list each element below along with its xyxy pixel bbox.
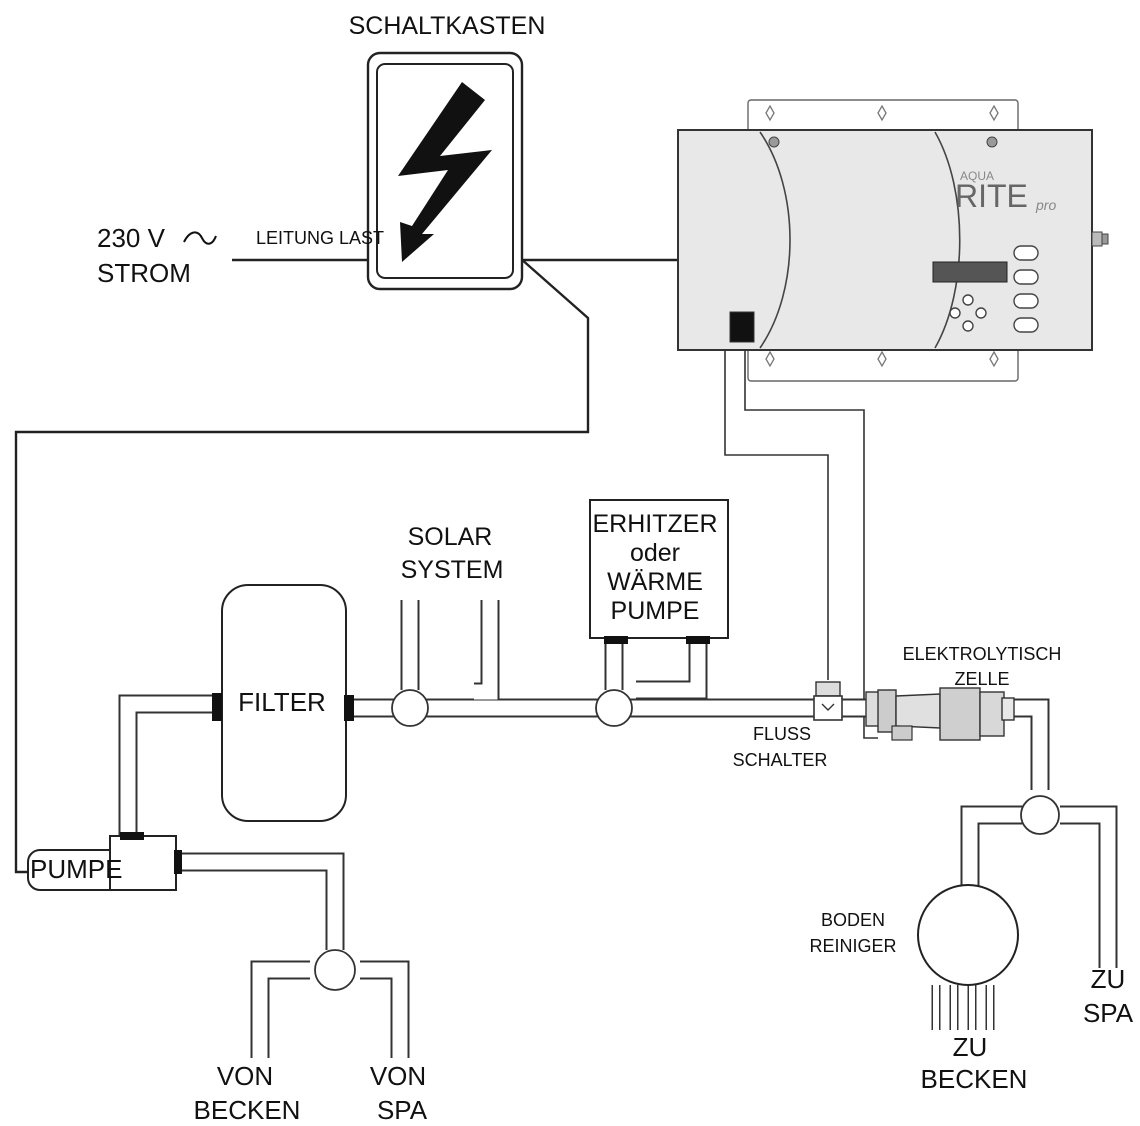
cable-port (729, 311, 755, 343)
solar-label-2: SYSTEM (401, 556, 504, 584)
strom-label: STROM (97, 258, 191, 288)
valves (314, 689, 1060, 991)
nav-left-button[interactable] (949, 307, 961, 319)
heater-label-1: ERHITZER (593, 510, 718, 538)
electrical-wiring (14, 257, 878, 874)
flow-switch-label-1: FLUSS (753, 724, 811, 744)
flow-switch-label-2: SCHALTER (733, 750, 828, 770)
breaker-box (366, 51, 524, 291)
controller-display (932, 261, 1008, 283)
von-becken-label-2: BECKEN (194, 1095, 301, 1125)
heater-label-4: PUMPE (611, 597, 700, 625)
cell-label-1: ELEKTROLYTISCH (903, 644, 1062, 664)
filter-tank (212, 584, 354, 822)
breaker-box-title: SCHALTKASTEN (349, 12, 546, 40)
return-valve (1020, 795, 1060, 835)
brand-suffix-label: pro (1035, 197, 1056, 213)
heater-label-2: oder (630, 539, 680, 567)
nav-right-button[interactable] (975, 307, 987, 319)
pump (27, 832, 182, 891)
zu-spa-label-1: ZU (1091, 964, 1126, 994)
heater-valve (595, 689, 633, 727)
filter-label: FILTER (238, 687, 326, 717)
zu-becken-label-1: ZU (953, 1032, 988, 1062)
von-becken-label-1: VON (217, 1061, 273, 1091)
lightning-bolt-icon (398, 82, 492, 262)
von-spa-label-2: SPA (377, 1095, 428, 1125)
brand-main-label: RITE (955, 178, 1028, 214)
von-spa-label-1: VON (370, 1061, 426, 1091)
electrolytic-cell (865, 687, 1015, 741)
flow-switch-cable (724, 345, 829, 680)
voltage-label: 230 V (97, 223, 166, 253)
aquarite-controller: AQUA RITE pro (677, 99, 1109, 382)
side-button-3[interactable] (1013, 293, 1039, 309)
pump-power-wire (14, 257, 590, 874)
heater-box (589, 499, 729, 644)
pool-cleaner (917, 884, 1019, 986)
zu-becken-label-2: BECKEN (921, 1064, 1028, 1094)
cleaner-label-2: REINIGER (809, 936, 896, 956)
nav-down-button[interactable] (962, 320, 974, 332)
brand-small-label: AQUA (960, 169, 994, 183)
cell-label-2: ZELLE (954, 669, 1009, 689)
solar-label-1: SOLAR (408, 523, 493, 551)
side-button-1[interactable] (1013, 245, 1039, 261)
zu-spa-label-2: SPA (1083, 998, 1134, 1028)
sine-wave-icon (183, 231, 217, 245)
suction-valve (314, 949, 356, 991)
nav-up-button[interactable] (962, 294, 974, 306)
pump-label: PUMPE (30, 854, 122, 884)
solar-valve (391, 689, 429, 727)
flow-switch (813, 681, 843, 721)
side-button-2[interactable] (1013, 269, 1039, 285)
side-button-4[interactable] (1013, 317, 1039, 333)
leitung-last-label: LEITUNG LAST (256, 228, 384, 248)
cell-cable (744, 345, 878, 739)
heater-body (589, 499, 729, 639)
heater-label-3: WÄRME (607, 568, 703, 596)
breaker-box-inner (376, 63, 514, 279)
cleaner-label-1: BODEN (821, 910, 885, 930)
